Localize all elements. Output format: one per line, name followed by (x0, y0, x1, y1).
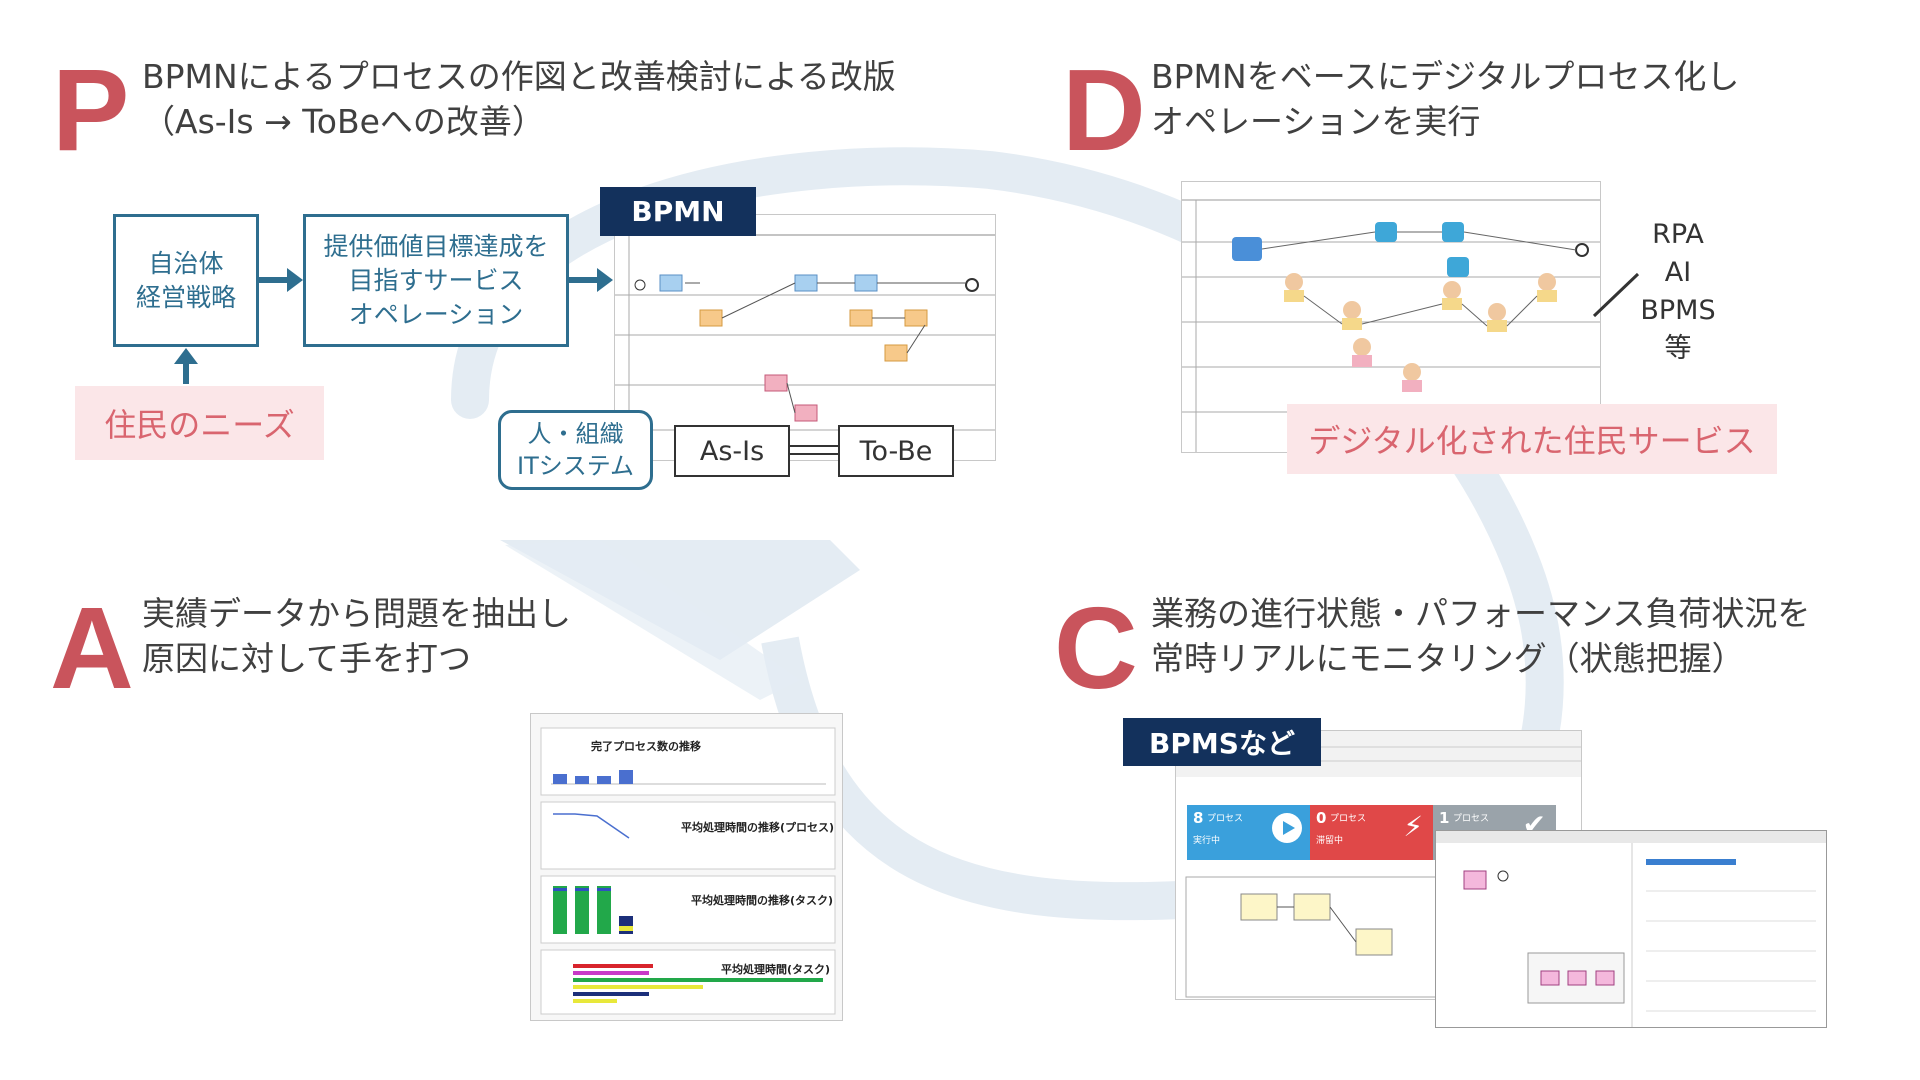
chart3-bar (553, 888, 567, 891)
tool-rpa: RPA (1652, 219, 1704, 250)
chart1-bar (619, 770, 633, 784)
chart1-bar (575, 776, 589, 784)
people-it-box: 人・組織 ITシステム (498, 410, 653, 490)
tool-bpms: BPMS等 (1640, 295, 1716, 364)
chart1-title: 完了プロセス数の推移 (591, 739, 701, 753)
tobe-box: To-Be (838, 425, 954, 477)
plan-arrows (174, 268, 613, 384)
status-tile-running: 8 プロセス 実行中 (1187, 805, 1310, 860)
bpmn-tag: BPMN (600, 187, 756, 236)
bpms-detail-screenshot (1435, 830, 1827, 1028)
chart2-line (553, 813, 630, 839)
status-tile-stalled: 0 プロセス 滞留中 ⚡ (1310, 805, 1433, 860)
running-count: 8 (1193, 809, 1204, 827)
running-label: プロセス (1207, 814, 1244, 824)
chart1-bar (597, 776, 611, 784)
running-status: 実行中 (1193, 836, 1221, 846)
check-heading-line1: 業務の進行状態・パフォーマンス負荷状況を (1151, 594, 1811, 633)
chart1-bar (553, 774, 567, 784)
kpi-dashboard: 完了プロセス数の推移 平均処理時間の推移(プロセス) 平均処理時間の推移(タスク… (530, 713, 843, 1021)
chart4-bar (573, 971, 649, 975)
chart4-title: 平均処理時間(タスク) (721, 962, 830, 976)
done-label: プロセス (1453, 814, 1490, 824)
bpmn-diagram (614, 214, 996, 461)
chart4-bar (573, 964, 653, 968)
chart3-bar (575, 888, 589, 891)
stalled-status: 滞留中 (1316, 836, 1344, 846)
chart3-bar (575, 886, 589, 934)
strategy-box: 自治体 経営戦略 (113, 214, 259, 347)
act-heading-line1: 実績データから問題を抽出し (142, 594, 571, 633)
chart3-bar (619, 926, 633, 931)
done-count: 1 (1439, 809, 1450, 827)
asis-tobe-link (790, 445, 838, 455)
chart4-bar (573, 978, 823, 982)
do-heading-line2: オペレーションを実行 (1151, 102, 1481, 141)
chart4-bar (573, 985, 703, 989)
chart3-bar (597, 886, 611, 934)
needs-label: 住民のニーズ (75, 386, 324, 460)
play-triangle (1283, 821, 1295, 835)
plan-heading-line1: BPMNによるプロセスの作図と改善検討による改版 (142, 57, 896, 96)
tool-ai: AI (1664, 257, 1692, 288)
do-heading-line1: BPMNをベースにデジタルプロセス化し (1151, 57, 1740, 96)
stalled-count: 0 (1316, 809, 1327, 827)
plan-heading-line2: （As-Is → ToBeへの改善） (142, 102, 545, 141)
chart3-bar (619, 916, 633, 934)
check-heading-line2: 常時リアルにモニタリング（状態把握） (1151, 639, 1745, 678)
plan-letter: P (52, 45, 130, 175)
asis-box: As-Is (674, 425, 790, 477)
chart3-title: 平均処理時間の推移(タスク) (691, 893, 833, 907)
digital-service-label: デジタル化された住民サービス (1287, 404, 1777, 474)
chart3-bar (553, 886, 567, 934)
tools-list: RPA AI BPMS等 (1630, 216, 1726, 368)
check-letter: C (1054, 583, 1138, 713)
act-letter: A (50, 583, 134, 713)
service-operation-box: 提供価値目標達成を 目指すサービス オペレーション (303, 214, 569, 347)
tools-connector (1592, 272, 1640, 318)
warning-icon: ⚡ (1403, 810, 1423, 843)
chart2-title: 平均処理時間の推移(プロセス) (681, 820, 834, 834)
chart4-bar (573, 999, 617, 1003)
chart3-bar (597, 888, 611, 891)
chart4-bar (573, 992, 649, 996)
act-heading-line2: 原因に対して手を打つ (142, 639, 472, 678)
stalled-label: プロセス (1330, 814, 1367, 824)
bpms-tag: BPMSなど (1123, 718, 1321, 766)
do-letter: D (1062, 45, 1146, 175)
